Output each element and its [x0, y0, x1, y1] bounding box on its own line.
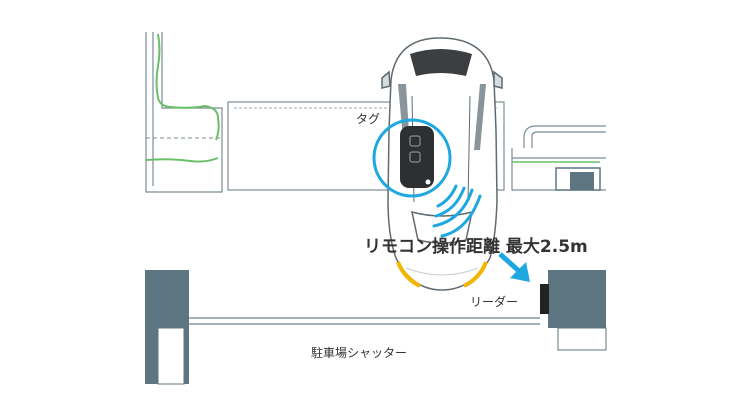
arrow-down-right-icon [498, 252, 530, 282]
car-top-view-icon [381, 37, 503, 291]
tag-highlight-circle [372, 118, 452, 198]
left-wall-outline [145, 32, 223, 193]
remote-range-label: リモコン操作距離 最大2.5m [364, 237, 588, 257]
right-wall-outline [511, 125, 606, 191]
parking-walls [145, 270, 607, 385]
signal-waves-icon [432, 184, 482, 238]
shutter-label: 駐車場シャッター [311, 346, 408, 360]
reader-device [540, 284, 549, 314]
garage-door [570, 172, 594, 190]
smart-key-icon [400, 126, 434, 188]
reader-label: リーダー [470, 295, 519, 309]
shutter-rail [189, 317, 540, 325]
hedge-line [145, 33, 220, 163]
tag-label: タグ [356, 112, 381, 126]
